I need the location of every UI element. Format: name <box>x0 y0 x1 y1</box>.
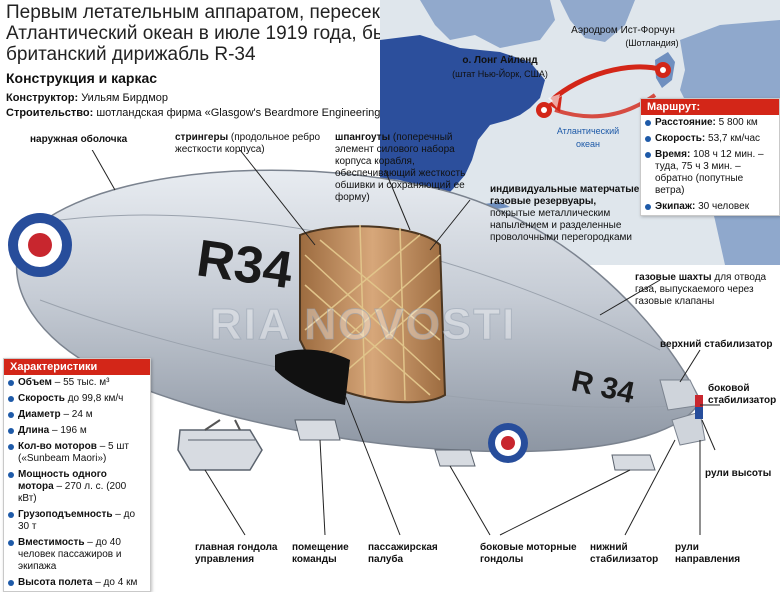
route-item: Скорость: 53,7 км/час <box>641 131 779 147</box>
bullet-icon <box>8 428 14 434</box>
origin-sub: (Шотландия) <box>625 38 678 48</box>
route-item-label: Экипаж: <box>655 201 696 212</box>
spec-item-value: – 196 м <box>52 425 87 436</box>
spec-item: Диаметр – 24 м <box>4 407 150 423</box>
bullet-icon <box>8 580 14 586</box>
route-item-label: Скорость: <box>655 133 706 144</box>
route-item-label: Расстояние: <box>655 117 716 128</box>
spec-item: Мощность одного мотора – 270 л. с. (200 … <box>4 467 150 507</box>
bullet-icon <box>8 540 14 546</box>
spec-item-value: – до 40 человек пассажиров и экипажа <box>18 537 122 572</box>
label-crew-room: помещение команды <box>292 542 349 565</box>
label-upper-stabilizer: верхний стабилизатор <box>660 339 773 350</box>
spec-item: Скорость до 99,8 км/ч <box>4 391 150 407</box>
spec-item: Объем – 55 тыс. м³ <box>4 375 150 391</box>
spec-item-label: Кол-во моторов <box>18 441 97 452</box>
route-item: Расстояние: 5 800 км <box>641 115 779 131</box>
label-side-engine-gondolas: боковые моторные гондолы <box>480 542 577 565</box>
route-item: Время: 108 ч 12 мин. – туда, 75 ч 3 мин.… <box>641 147 779 199</box>
bullet-icon <box>8 396 14 402</box>
spec-item-label: Вместимость <box>18 537 85 548</box>
label-stringers: стрингеры (продольное ребро жесткости ко… <box>175 132 321 155</box>
spec-item-label: Объем <box>18 377 52 388</box>
spec-item-value: до 99,8 км/ч <box>67 393 124 404</box>
label-elevators: рули высоты <box>705 468 772 479</box>
airship-illustration: R34 R 34 <box>8 150 720 536</box>
route-item: Экипаж: 30 человек <box>641 199 779 215</box>
spec-item-label: Скорость <box>18 393 65 404</box>
bullet-icon <box>645 204 651 210</box>
route-header: Маршрут: <box>641 99 779 115</box>
section-subtitle: Конструкция и каркас <box>6 70 158 86</box>
label-rudders: рули направления <box>675 542 741 565</box>
bullet-icon <box>8 412 14 418</box>
route-item-value: 108 ч 12 мин. – туда, 75 ч 3 мин. – обра… <box>655 149 764 196</box>
spec-item-label: Мощность одного мотора <box>18 469 107 492</box>
spec-item-value: – 5 шт («Sunbeam Maori») <box>18 441 129 464</box>
hull-marking: R34 <box>193 229 296 300</box>
dest-sub: (штат Нью-Йорк, США) <box>452 68 548 79</box>
ocean-label-1: Атлантический <box>557 126 619 136</box>
label-frames: шпангоуты (поперечный элемент силового н… <box>335 132 466 203</box>
spec-item-label: Грузоподъемность <box>18 509 113 520</box>
spec-item-value: – 55 тыс. м³ <box>54 377 110 388</box>
label-outer-shell: наружная оболочка <box>30 134 128 145</box>
spec-item: Высота полета – до 4 км <box>4 575 150 591</box>
spec-item-label: Высота полета <box>18 577 93 588</box>
label-side-stabilizer: боковой стабилизатор <box>708 383 777 406</box>
route-item-value: 5 800 км <box>718 117 758 128</box>
bullet-icon <box>645 152 651 158</box>
spec-item: Грузоподъемность – до 30 т <box>4 507 150 535</box>
label-lower-stabilizer: нижний стабилизатор <box>590 542 659 565</box>
route-item-value: 53,7 км/час <box>708 133 761 144</box>
credits: Конструктор: Уильям Бирдмор Строительств… <box>6 91 446 121</box>
label-passenger-deck: пассажирская палуба <box>368 542 438 565</box>
bullet-icon <box>645 120 651 126</box>
page-title: Первым летательным аппаратом, пересекшим… <box>6 2 419 65</box>
spec-item-value: – до 30 т <box>18 509 136 532</box>
spec-item: Длина – 196 м <box>4 423 150 439</box>
label-gas-bags: индивидуальные матерчатые газовые резерв… <box>490 184 640 243</box>
label-gas-shafts: газовые шахты для отвода газа, выпускаем… <box>635 272 767 307</box>
bullet-icon <box>8 444 14 450</box>
origin-label: Аэродром Ист-Форчун <box>571 25 675 36</box>
bullet-icon <box>8 380 14 386</box>
bullet-icon <box>8 472 14 478</box>
spec-item-label: Диаметр <box>18 409 61 420</box>
spec-item: Вместимость – до 40 человек пассажиров и… <box>4 535 150 575</box>
bullet-icon <box>645 136 651 142</box>
specs-header: Характеристики <box>4 359 150 375</box>
spec-item: Кол-во моторов – 5 шт («Sunbeam Maori») <box>4 439 150 467</box>
watermark: RIA NOVOSTI <box>209 300 517 350</box>
route-item-value: 30 человек <box>698 201 750 212</box>
spec-item-value: – 270 л. с. (200 кВт) <box>18 481 127 504</box>
designer-line: Конструктор: Уильям Бирдмор <box>6 92 168 104</box>
spec-item-label: Длина <box>18 425 50 436</box>
ocean-label-2: океан <box>576 139 600 149</box>
spec-item-value: – 24 м <box>63 409 93 420</box>
builder-line: Строительство: шотландская фирма «Glasgo… <box>6 107 404 119</box>
route-item-label: Время: <box>655 149 691 160</box>
bullet-icon <box>8 512 14 518</box>
label-main-gondola: главная гондола управления <box>195 542 278 565</box>
spec-item-value: – до 4 км <box>95 577 138 588</box>
dest-label: о. Лонг Айленд <box>462 55 538 66</box>
